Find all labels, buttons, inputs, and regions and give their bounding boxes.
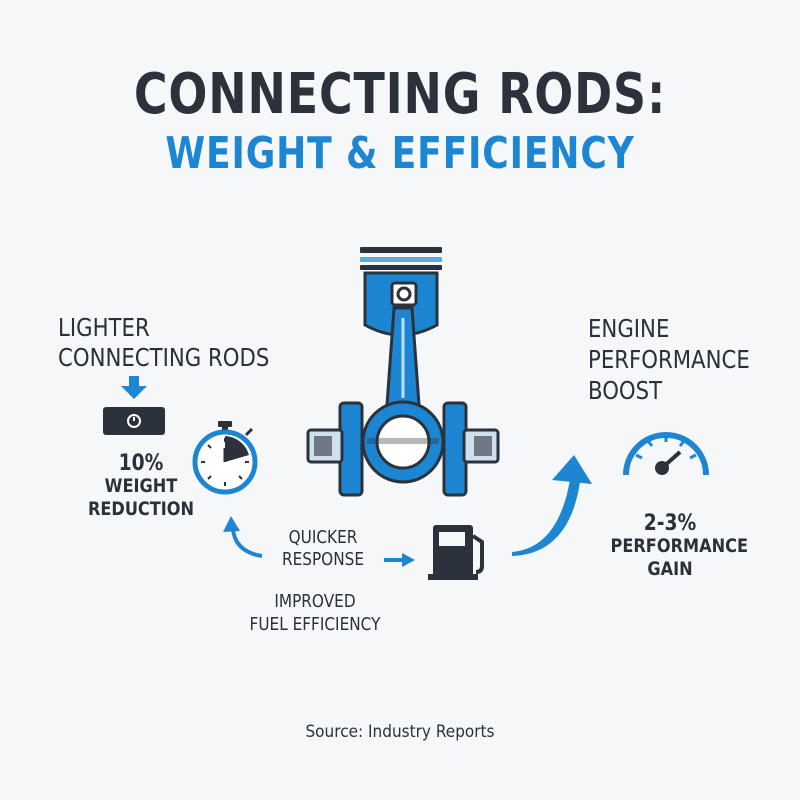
arrow-down-icon	[121, 376, 147, 399]
weight-reduction-line2: REDUCTION	[87, 498, 195, 520]
fuel-efficiency-line1: IMPROVED	[274, 591, 356, 612]
curved-arrow-icon	[512, 455, 592, 556]
engine-performance-line3: BOOST	[588, 376, 663, 405]
fuel-pump-icon	[428, 525, 484, 580]
fuel-efficiency-label: IMPROVED FUEL EFFICIENCY	[243, 590, 388, 636]
performance-gain-line2: GAIN	[647, 558, 693, 580]
weight-reduction-value: 10%	[118, 451, 164, 476]
lighter-rods-label-line2: CONNECTING RODS	[58, 343, 270, 372]
quicker-response-line2: RESPONSE	[281, 549, 365, 570]
page-title: CONNECTING RODS:	[133, 62, 667, 127]
performance-gain-value: 2-3%	[643, 511, 697, 536]
lighter-rods-label-line1: LIGHTER	[58, 313, 150, 342]
stopwatch-icon	[192, 421, 258, 495]
fuel-efficiency-line2: FUEL EFFICIENCY	[249, 614, 381, 635]
engine-performance-line2: PERFORMANCE	[588, 345, 750, 374]
arrow-right-icon	[384, 553, 415, 567]
quicker-response-line1: QUICKER	[288, 527, 358, 548]
piston-rod-icon	[306, 247, 500, 497]
engine-performance-label: ENGINE PERFORMANCE BOOST	[588, 313, 750, 406]
performance-gain-stat: 2-3% PERFORMANCE GAIN	[610, 511, 748, 581]
weight-reduction-stat: 10% WEIGHT REDUCTION	[86, 452, 197, 521]
engine-performance-line1: ENGINE	[588, 314, 670, 343]
quicker-response-label: QUICKER RESPONSE	[268, 527, 379, 571]
performance-gain-line1: PERFORMANCE	[610, 535, 748, 557]
weight-reduction-line1: WEIGHT	[104, 475, 178, 497]
source-note: Source: Industry Reports	[305, 722, 495, 742]
curved-arrow-up-icon	[223, 516, 263, 558]
page-subtitle: WEIGHT & EFFICIENCY	[165, 128, 635, 179]
speedometer-icon	[623, 432, 709, 476]
scale-icon	[103, 407, 165, 435]
lighter-rods-label: LIGHTER CONNECTING RODS	[58, 313, 269, 373]
